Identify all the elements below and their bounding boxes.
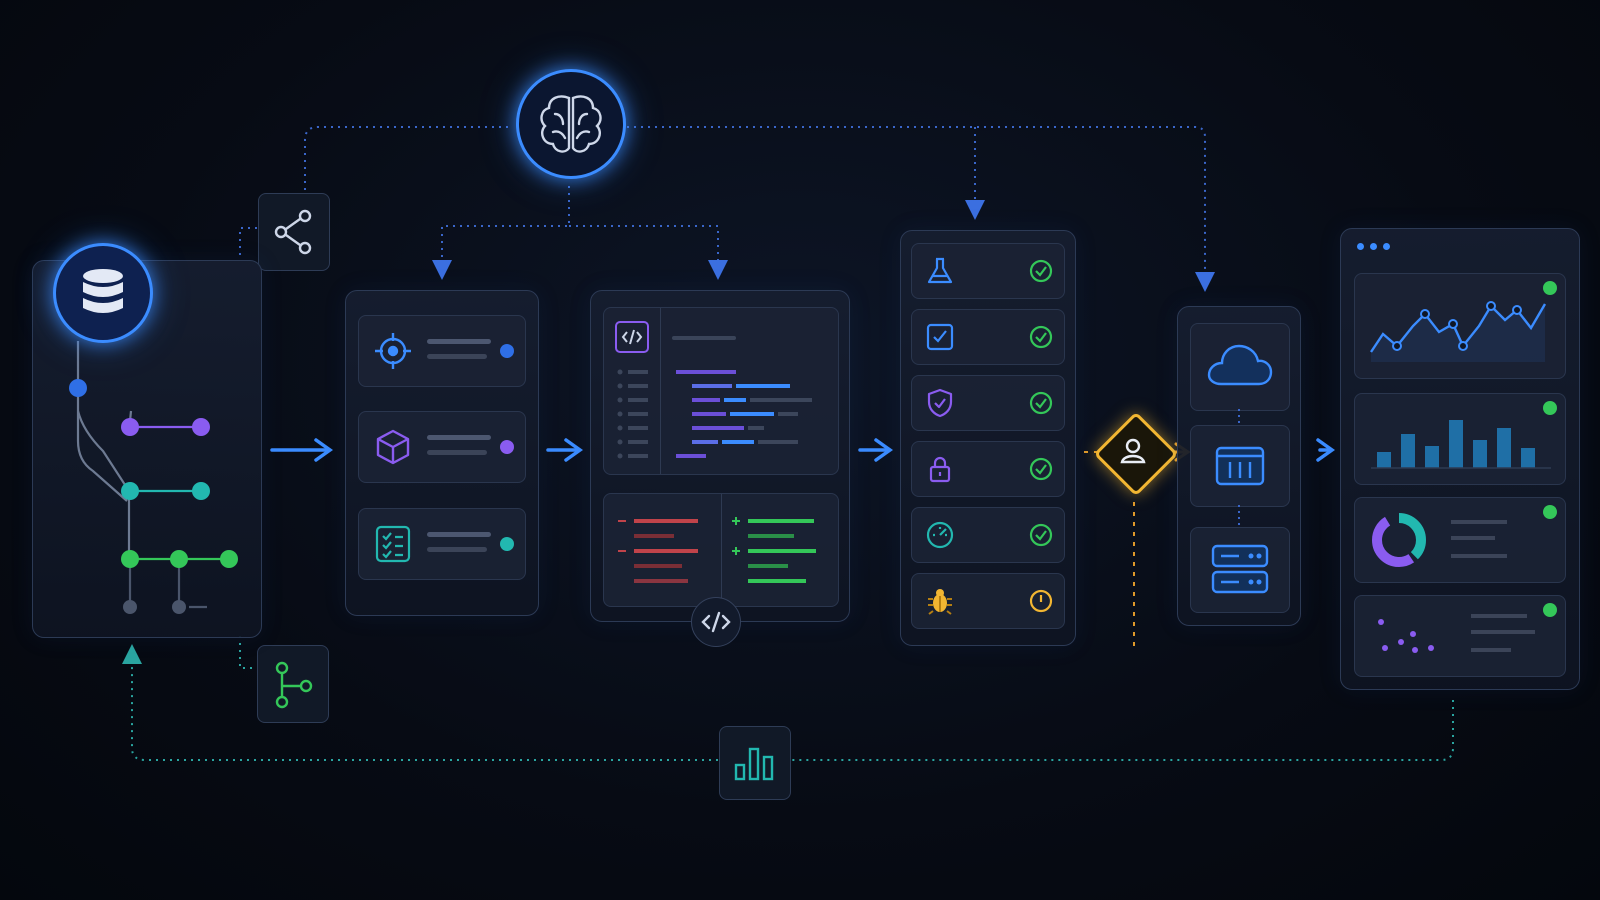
analytics-tile[interactable] bbox=[719, 726, 791, 800]
code-editor[interactable] bbox=[603, 307, 839, 475]
check-circle-icon bbox=[1029, 325, 1053, 349]
check-row-validation[interactable] bbox=[911, 309, 1065, 365]
code-icon bbox=[701, 611, 731, 633]
code-panel bbox=[590, 290, 850, 622]
code-icon bbox=[615, 321, 649, 353]
feedback-loop bbox=[122, 636, 1454, 761]
monitoring-dashboard bbox=[1340, 228, 1580, 690]
cloud-icon bbox=[1207, 344, 1273, 386]
status-dot bbox=[500, 537, 514, 551]
server-card[interactable] bbox=[1190, 527, 1290, 613]
status-dot bbox=[500, 344, 514, 358]
server-icon bbox=[1211, 544, 1269, 594]
database-icon bbox=[83, 269, 123, 313]
deploy-connector bbox=[1238, 409, 1240, 527]
diff-lines bbox=[618, 517, 816, 583]
planning-panel bbox=[345, 290, 539, 616]
brain-connectors bbox=[239, 126, 1215, 292]
lock-icon bbox=[929, 456, 951, 483]
status-dot bbox=[500, 440, 514, 454]
check-circle-icon bbox=[1029, 391, 1053, 415]
widget-donut-chart[interactable] bbox=[1354, 497, 1566, 583]
brain-icon bbox=[540, 95, 602, 153]
bar-chart-icon bbox=[734, 747, 774, 781]
task-card-cube[interactable] bbox=[358, 411, 526, 483]
check-row-performance[interactable] bbox=[911, 507, 1065, 563]
check-row-security[interactable] bbox=[911, 375, 1065, 431]
cloud-card[interactable] bbox=[1190, 323, 1290, 411]
gauge-icon bbox=[926, 521, 954, 549]
target-icon bbox=[375, 333, 411, 369]
git-branch-icon bbox=[275, 661, 313, 709]
check-circle-icon bbox=[1029, 523, 1053, 547]
check-circle-icon bbox=[1029, 259, 1053, 283]
bug-icon bbox=[928, 589, 952, 615]
shield-icon bbox=[927, 388, 953, 418]
checklist-icon bbox=[375, 525, 411, 563]
pending-clock-icon bbox=[1029, 589, 1053, 613]
commit-graph bbox=[69, 341, 238, 614]
flow-arrows bbox=[270, 438, 1336, 462]
line-chart bbox=[1370, 281, 1557, 362]
ai-brain-node[interactable] bbox=[516, 69, 626, 179]
bar-chart bbox=[1371, 401, 1557, 469]
deployment-panel bbox=[1177, 306, 1301, 626]
task-card-checklist[interactable] bbox=[358, 508, 526, 580]
flask-icon bbox=[927, 257, 953, 284]
donut-chart bbox=[1372, 505, 1557, 567]
share-tile[interactable] bbox=[258, 193, 330, 271]
checkbox-icon bbox=[926, 323, 954, 351]
branch-tile[interactable] bbox=[257, 645, 329, 723]
code-lines bbox=[617, 369, 812, 459]
check-row-lock[interactable] bbox=[911, 441, 1065, 497]
scatter-plot bbox=[1378, 603, 1557, 653]
user-icon bbox=[1120, 438, 1146, 464]
widget-line-chart[interactable] bbox=[1354, 273, 1566, 379]
task-card-target[interactable] bbox=[358, 315, 526, 387]
share-icon bbox=[274, 209, 312, 255]
checks-panel bbox=[900, 230, 1076, 646]
widget-bar-chart[interactable] bbox=[1354, 393, 1566, 485]
diff-view[interactable] bbox=[603, 493, 839, 607]
container-icon bbox=[1215, 446, 1265, 486]
database-node[interactable] bbox=[53, 243, 153, 343]
check-row-bugs[interactable] bbox=[911, 573, 1065, 629]
cube-icon bbox=[376, 429, 410, 465]
widget-scatter-plot[interactable] bbox=[1354, 595, 1566, 677]
check-circle-icon bbox=[1029, 457, 1053, 481]
check-row-test[interactable] bbox=[911, 243, 1065, 299]
code-review-node[interactable] bbox=[691, 597, 741, 647]
